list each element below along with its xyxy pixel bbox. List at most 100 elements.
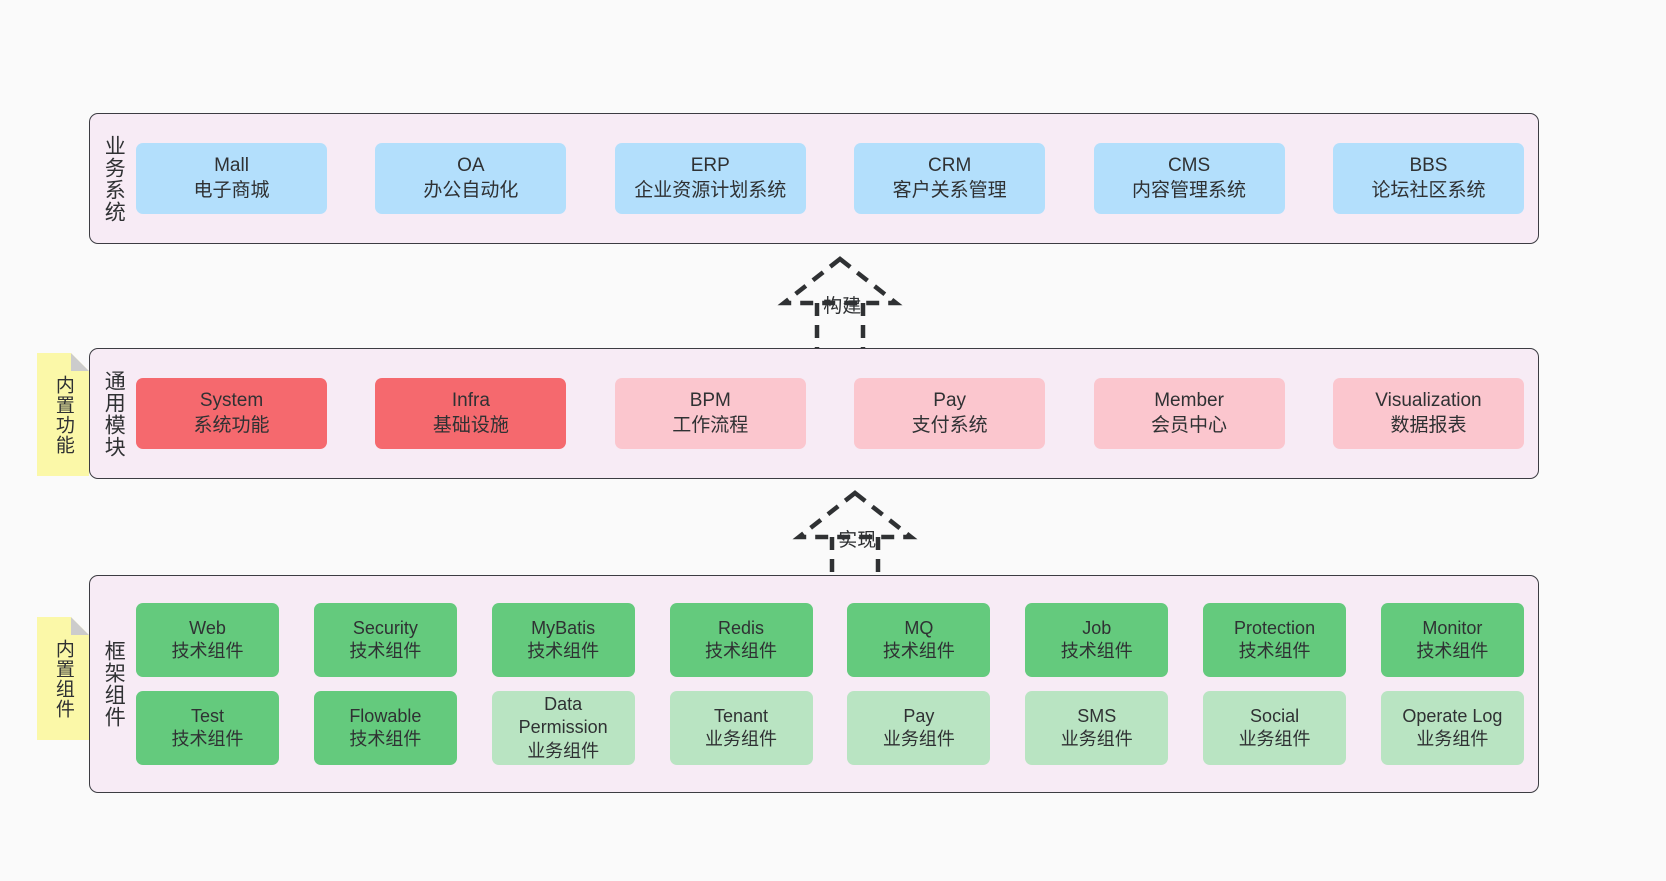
card-title: Test xyxy=(190,705,224,726)
card-title: OA xyxy=(457,154,485,176)
card-subtitle: 电子商城 xyxy=(193,179,270,201)
card-data-permission[interactable]: Data Permission 业务组件 xyxy=(491,691,635,765)
card-social[interactable]: Social 业务组件 xyxy=(1203,691,1347,765)
card-system[interactable]: System 系统功能 xyxy=(136,378,327,449)
card-subtitle: 技术组件 xyxy=(171,729,244,749)
card-subtitle: 会员中心 xyxy=(1151,414,1228,436)
card-title: Tenant xyxy=(714,705,769,726)
card-subtitle: 工作流程 xyxy=(672,414,749,436)
card-title: Member xyxy=(1154,389,1224,411)
card-title: Web xyxy=(189,617,226,638)
card-title: System xyxy=(199,389,264,411)
card-title: BBS xyxy=(1409,154,1448,176)
note-fold-icon xyxy=(71,617,89,635)
card-bpm[interactable]: BPM 工作流程 xyxy=(614,378,806,449)
card-mq[interactable]: MQ 技术组件 xyxy=(847,603,991,677)
card-row: Web 技术组件 Security 技术组件 MyBatis 技术组件 Redi… xyxy=(136,603,1524,677)
connector-build: 构建 xyxy=(760,253,920,357)
layer-body-business-systems: Mall 电子商城 OA 办公自动化 ERP 企业资源计划系统 CRM 客户关系… xyxy=(136,114,1538,243)
card-title: Data Permission xyxy=(518,693,608,738)
card-oa[interactable]: OA 办公自动化 xyxy=(375,143,567,214)
card-subtitle: 技术组件 xyxy=(882,641,955,661)
card-test[interactable]: Test 技术组件 xyxy=(136,691,279,765)
connector-realize-label: 实现 xyxy=(838,530,877,551)
card-title: Job xyxy=(1082,617,1112,638)
note-fold-icon xyxy=(71,353,89,371)
card-title: Security xyxy=(352,617,418,638)
card-subtitle: 技术组件 xyxy=(349,641,422,661)
card-subtitle: 企业资源计划系统 xyxy=(634,179,787,201)
card-member[interactable]: Member 会员中心 xyxy=(1093,378,1285,449)
note-builtin-components: 内置组件 xyxy=(37,617,89,740)
card-tenant[interactable]: Tenant 业务组件 xyxy=(669,691,813,765)
card-row: Test 技术组件 Flowable 技术组件 Data Permission … xyxy=(136,691,1524,765)
card-subtitle: 系统功能 xyxy=(193,414,270,436)
card-subtitle: 内容管理系统 xyxy=(1132,179,1247,201)
note-label: 内置组件 xyxy=(52,638,74,719)
layer-body-common-modules: System 系统功能 Infra 基础设施 BPM 工作流程 Pay 支付系统… xyxy=(136,349,1538,478)
layer-framework-components: 框架组件 Web 技术组件 Security 技术组件 MyBatis 技术组件… xyxy=(89,575,1539,793)
card-title: Pay xyxy=(903,705,935,726)
card-cms[interactable]: CMS 内容管理系统 xyxy=(1093,143,1285,214)
card-redis[interactable]: Redis 技术组件 xyxy=(669,603,813,677)
card-pay-business[interactable]: Pay 业务组件 xyxy=(847,691,991,765)
card-title: CMS xyxy=(1167,154,1211,176)
card-web[interactable]: Web 技术组件 xyxy=(136,603,279,677)
card-subtitle: 技术组件 xyxy=(171,641,244,661)
card-title: Redis xyxy=(718,617,765,638)
card-title: MyBatis xyxy=(531,617,596,638)
layer-label-common-modules: 通用模块 xyxy=(102,369,126,458)
card-subtitle: 业务组件 xyxy=(527,740,600,761)
card-title: MQ xyxy=(904,617,934,638)
card-title: BPM xyxy=(689,389,731,411)
card-infra[interactable]: Infra 基础设施 xyxy=(375,378,567,449)
card-row: Mall 电子商城 OA 办公自动化 ERP 企业资源计划系统 CRM 客户关系… xyxy=(136,143,1524,214)
card-title: Protection xyxy=(1234,617,1316,638)
card-subtitle: 支付系统 xyxy=(911,414,988,436)
card-subtitle: 技术组件 xyxy=(527,641,600,661)
card-subtitle: 技术组件 xyxy=(349,729,422,749)
card-mall[interactable]: Mall 电子商城 xyxy=(136,143,327,214)
layer-business-systems: 业务系统 Mall 电子商城 OA 办公自动化 ERP 企业资源计划系统 CRM… xyxy=(89,113,1539,244)
card-subtitle: 基础设施 xyxy=(432,414,509,436)
card-subtitle: 业务组件 xyxy=(1416,729,1489,749)
card-subtitle: 业务组件 xyxy=(882,729,955,749)
card-title: Mall xyxy=(214,154,249,176)
card-subtitle: 业务组件 xyxy=(1060,729,1133,749)
card-job[interactable]: Job 技术组件 xyxy=(1025,603,1169,677)
card-subtitle: 客户关系管理 xyxy=(892,179,1007,201)
card-pay[interactable]: Pay 支付系统 xyxy=(854,378,1046,449)
card-sms[interactable]: SMS 业务组件 xyxy=(1025,691,1169,765)
card-crm[interactable]: CRM 客户关系管理 xyxy=(854,143,1046,214)
card-title: ERP xyxy=(690,154,730,176)
card-subtitle: 办公自动化 xyxy=(423,179,519,201)
card-subtitle: 技术组件 xyxy=(1416,641,1489,661)
card-subtitle: 论坛社区系统 xyxy=(1371,179,1486,201)
layer-label-framework-components: 框架组件 xyxy=(102,640,126,728)
card-operate-log[interactable]: Operate Log 业务组件 xyxy=(1380,691,1524,765)
card-title: Visualization xyxy=(1375,389,1482,411)
note-builtin-features: 内置功能 xyxy=(37,353,89,476)
card-title: Social xyxy=(1250,705,1300,726)
card-security[interactable]: Security 技术组件 xyxy=(313,603,457,677)
card-title: Operate Log xyxy=(1402,705,1503,726)
layer-label-business-systems: 业务系统 xyxy=(102,134,126,223)
card-subtitle: 技术组件 xyxy=(1060,641,1133,661)
card-subtitle: 技术组件 xyxy=(1238,641,1311,661)
card-flowable[interactable]: Flowable 技术组件 xyxy=(313,691,457,765)
card-protection[interactable]: Protection 技术组件 xyxy=(1203,603,1347,677)
card-title: Infra xyxy=(451,389,490,411)
card-subtitle: 技术组件 xyxy=(705,641,778,661)
card-title: Pay xyxy=(933,389,967,411)
card-monitor[interactable]: Monitor 技术组件 xyxy=(1380,603,1524,677)
card-title: Monitor xyxy=(1422,617,1483,638)
card-bbs[interactable]: BBS 论坛社区系统 xyxy=(1332,143,1524,214)
card-subtitle: 业务组件 xyxy=(705,729,778,749)
card-mybatis[interactable]: MyBatis 技术组件 xyxy=(491,603,635,677)
card-subtitle: 数据报表 xyxy=(1390,414,1467,436)
connector-build-label: 构建 xyxy=(823,296,862,317)
card-erp[interactable]: ERP 企业资源计划系统 xyxy=(614,143,806,214)
card-title: SMS xyxy=(1077,705,1117,726)
card-visualization[interactable]: Visualization 数据报表 xyxy=(1332,378,1524,449)
